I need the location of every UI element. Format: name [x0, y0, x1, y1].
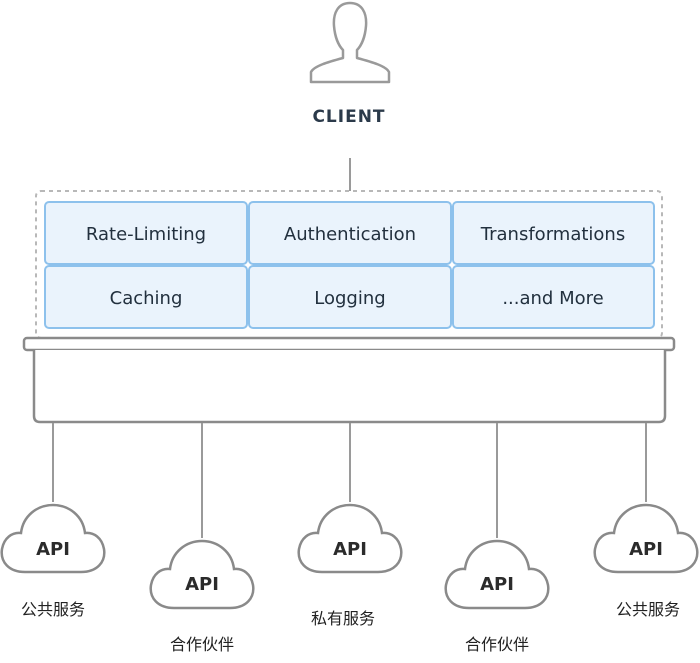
plugin-label: ...and More: [502, 288, 603, 309]
api-label: API: [36, 539, 70, 560]
api-node-5: API 公共服务: [593, 503, 699, 619]
client-label: CLIENT: [312, 107, 385, 127]
plugin-authentication: Authentication: [248, 201, 452, 265]
gateway-top-bar: [22, 336, 676, 352]
service-label: 私有服务: [311, 609, 375, 628]
plugin-container: [35, 190, 663, 339]
api-node-1: API 公共服务: [0, 503, 106, 619]
plugin-label: Caching: [110, 288, 183, 309]
api-node-4: API 合作伙伴: [444, 539, 550, 654]
service-label: 合作伙伴: [465, 635, 529, 654]
api-label: API: [480, 574, 514, 595]
plugin-label: Authentication: [284, 224, 416, 245]
plugin-rate-limiting: Rate-Limiting: [44, 201, 248, 265]
plugin-caching: Caching: [44, 265, 248, 329]
service-label: 公共服务: [616, 600, 680, 619]
api-label: API: [185, 574, 219, 595]
gateway-box: [22, 336, 676, 424]
plugin-label: Rate-Limiting: [86, 224, 206, 245]
api-connectors: [52, 423, 647, 538]
plugin-label: Logging: [314, 288, 385, 309]
api-label: API: [333, 539, 367, 560]
service-label: 公共服务: [21, 600, 85, 619]
plugin-and-more: ...and More: [452, 265, 655, 329]
api-node-2: API 合作伙伴: [149, 539, 255, 654]
plugin-grid: Rate-Limiting Authentication Transformat…: [44, 201, 655, 329]
api-node-3: API 私有服务: [297, 503, 403, 628]
gateway-body: [32, 350, 667, 424]
plugin-label: Transformations: [480, 224, 625, 245]
person-icon: [309, 1, 391, 84]
api-label: API: [629, 539, 663, 560]
plugin-logging: Logging: [248, 265, 452, 329]
plugin-transformations: Transformations: [452, 201, 655, 265]
service-label: 合作伙伴: [170, 635, 234, 654]
